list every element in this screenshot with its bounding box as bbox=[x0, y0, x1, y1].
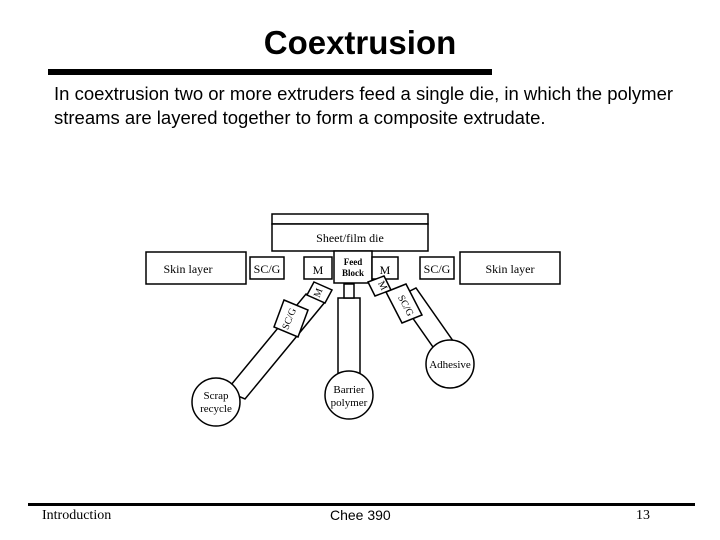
right-sc-g-label: SC/G bbox=[424, 262, 451, 276]
left-sc-g-label: SC/G bbox=[254, 262, 281, 276]
barrier-polymer-hopper bbox=[324, 370, 374, 420]
barrier-label-2: polymer bbox=[331, 397, 368, 409]
footer-course: Chee 390 bbox=[330, 507, 391, 523]
feed-block-label-1: Feed bbox=[344, 257, 363, 267]
left-mixer bbox=[303, 256, 333, 280]
right-m-label: M bbox=[380, 263, 391, 277]
right-screw-changer bbox=[419, 256, 455, 280]
feed-block bbox=[333, 250, 373, 284]
right-skin-label: Skin layer bbox=[486, 262, 535, 276]
slide-number: 13 bbox=[636, 508, 650, 523]
footer-section: Introduction bbox=[42, 508, 112, 523]
sheet-film-die bbox=[271, 223, 429, 252]
die-label: Sheet/film die bbox=[316, 231, 384, 245]
scrap-m-label: M bbox=[312, 287, 326, 299]
intro-text: In coextrusion two or more extruders fee… bbox=[54, 83, 674, 128]
title-underline bbox=[48, 69, 492, 75]
scrap-barrel bbox=[224, 293, 327, 400]
left-skin-label: Skin layer bbox=[164, 262, 213, 276]
barrier-throat bbox=[343, 283, 355, 299]
barrier-label-1: Barrier bbox=[333, 384, 364, 396]
scrap-mixer bbox=[305, 281, 334, 304]
adhesive-label: Adhesive bbox=[429, 359, 471, 371]
left-m-label: M bbox=[313, 263, 324, 277]
feed-block-label-2: Block bbox=[342, 268, 364, 278]
adhesive-hopper bbox=[425, 339, 475, 389]
scrap-screw-changer bbox=[273, 299, 309, 338]
right-skin-hopper bbox=[459, 251, 561, 285]
footer-rule bbox=[28, 503, 695, 506]
coextrusion-diagram: Sheet/film die Skin layer SC/G M Feed Bl… bbox=[145, 213, 561, 427]
adhesive-screw-changer bbox=[384, 283, 424, 324]
scrap-label-2: recycle bbox=[200, 403, 232, 415]
slide-title: Coextrusion bbox=[263, 24, 457, 61]
left-screw-changer bbox=[249, 256, 285, 280]
scrap-recycle-hopper bbox=[191, 377, 241, 427]
left-skin-hopper bbox=[145, 251, 247, 285]
die-top-lip bbox=[271, 213, 429, 225]
barrier-barrel bbox=[337, 297, 361, 375]
scrap-label-1: Scrap bbox=[203, 390, 229, 402]
